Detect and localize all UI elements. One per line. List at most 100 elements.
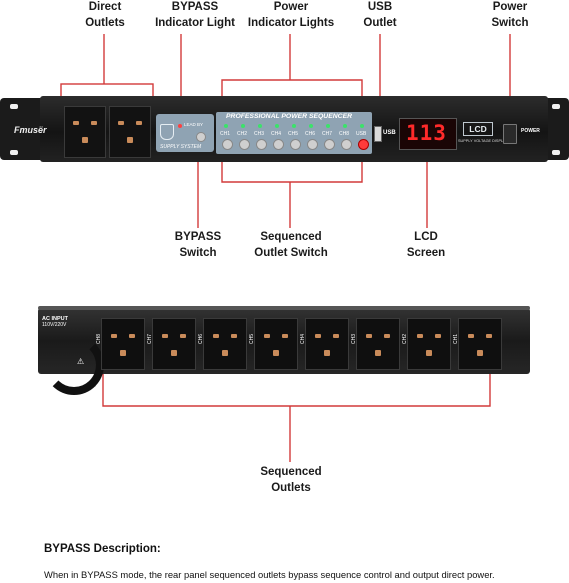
- rear-channel-label: CH7: [147, 333, 154, 345]
- rear-channel-label: CH6: [198, 333, 205, 345]
- direct-outlet-2[interactable]: [109, 106, 151, 158]
- channel-label: CH5: [288, 131, 299, 137]
- sequenced-outlet-switch[interactable]: [273, 139, 284, 150]
- bypass-small-label: LEAD BY: [184, 122, 204, 127]
- bypass-switch[interactable]: [196, 132, 206, 142]
- channel-label: CH7: [322, 131, 333, 137]
- power-indicator-light: [275, 124, 279, 128]
- rear-channel-label: CH4: [300, 333, 307, 345]
- outlet-pin: [127, 137, 133, 143]
- outlet-pin: [435, 334, 441, 338]
- rack-hole: [10, 150, 18, 155]
- outlet-pin: [82, 137, 88, 143]
- sequenced-outlet-switch[interactable]: [307, 139, 318, 150]
- description-title: BYPASS Description:: [44, 543, 161, 555]
- rear-channel-label: CH1: [453, 333, 460, 345]
- outlet-pin: [162, 334, 168, 338]
- outlet-pin: [171, 350, 177, 356]
- outlet-pin: [375, 350, 381, 356]
- outlet-pin: [213, 334, 219, 338]
- supply-system-label: SUPPLY SYSTEM: [160, 144, 202, 150]
- sequenced-outlet[interactable]: [407, 318, 451, 370]
- lcd-screen: [399, 118, 457, 150]
- sequenced-outlet[interactable]: [101, 318, 145, 370]
- outlet-pin: [264, 334, 270, 338]
- power-indicator-light: [326, 124, 330, 128]
- outlet-pin: [129, 334, 135, 338]
- power-cord: [44, 335, 104, 395]
- outlet-pin: [384, 334, 390, 338]
- sequenced-outlet-switch[interactable]: [324, 139, 335, 150]
- sequenced-outlet[interactable]: [356, 318, 400, 370]
- sequenced-outlet-switch[interactable]: [341, 139, 352, 150]
- outlet-pin: [231, 334, 237, 338]
- sequenced-outlet[interactable]: [203, 318, 247, 370]
- rack-hole: [552, 104, 560, 109]
- outlet-pin: [180, 334, 186, 338]
- power-indicator-light: [309, 124, 313, 128]
- channel-label: CH2: [237, 131, 248, 137]
- outlet-pin: [468, 334, 474, 338]
- sequenced-outlet-switch[interactable]: [358, 139, 369, 150]
- sequenced-outlet-switch[interactable]: [222, 139, 233, 150]
- direct-outlet-1[interactable]: [64, 106, 106, 158]
- channel-label: CH3: [254, 131, 265, 137]
- rear-channel-label: CH8: [96, 333, 103, 345]
- usb-label: USB: [383, 130, 396, 136]
- outlet-pin: [91, 121, 97, 125]
- bypass-shield-icon: [160, 124, 174, 140]
- outlet-pin: [315, 334, 321, 338]
- power-switch[interactable]: [503, 124, 517, 144]
- rack-hole: [552, 150, 560, 155]
- sequenced-outlet[interactable]: [152, 318, 196, 370]
- sequenced-outlet-switch[interactable]: [239, 139, 250, 150]
- power-indicator-light: [241, 124, 245, 128]
- rear-channel-label: CH5: [249, 333, 256, 345]
- lcd-label: LCD: [463, 122, 493, 136]
- outlet-pin: [282, 334, 288, 338]
- channel-label: USB: [356, 131, 367, 137]
- sequenced-outlet[interactable]: [254, 318, 298, 370]
- outlet-pin: [273, 350, 279, 356]
- bypass-indicator-light: [178, 124, 182, 128]
- outlet-pin: [417, 334, 423, 338]
- sequenced-outlet-switch[interactable]: [290, 139, 301, 150]
- outlet-pin: [120, 350, 126, 356]
- power-label: POWER: [521, 128, 540, 134]
- power-indicator-light: [258, 124, 262, 128]
- front-rack-ear-left: [0, 98, 44, 160]
- sequencer-title: PROFESSIONAL POWER SEQUENCER: [226, 113, 353, 120]
- outlet-pin: [333, 334, 339, 338]
- outlet-pin: [222, 350, 228, 356]
- sequenced-outlet[interactable]: [458, 318, 502, 370]
- power-indicator-light: [343, 124, 347, 128]
- channel-label: CH6: [305, 131, 316, 137]
- power-indicator-light: [292, 124, 296, 128]
- channel-label: CH1: [220, 131, 231, 137]
- outlet-pin: [324, 350, 330, 356]
- usb-outlet[interactable]: [374, 126, 382, 142]
- sequenced-outlet-switch[interactable]: [256, 139, 267, 150]
- rack-hole: [10, 104, 18, 109]
- outlet-pin: [111, 334, 117, 338]
- brand-logo: Fmusër: [14, 125, 47, 135]
- ac-rating-label: 110V/220V: [42, 322, 67, 328]
- outlet-pin: [486, 334, 492, 338]
- rear-top-edge: [38, 306, 530, 310]
- power-indicator-light: [224, 124, 228, 128]
- outlet-pin: [366, 334, 372, 338]
- channel-label: CH4: [271, 131, 282, 137]
- outlet-pin: [477, 350, 483, 356]
- sequenced-outlet[interactable]: [305, 318, 349, 370]
- outlet-pin: [73, 121, 79, 125]
- rear-channel-label: CH2: [402, 333, 409, 345]
- voltage-readout: 113: [406, 121, 447, 145]
- outlet-pin: [426, 350, 432, 356]
- outlet-pin: [136, 121, 142, 125]
- channel-label: CH8: [339, 131, 350, 137]
